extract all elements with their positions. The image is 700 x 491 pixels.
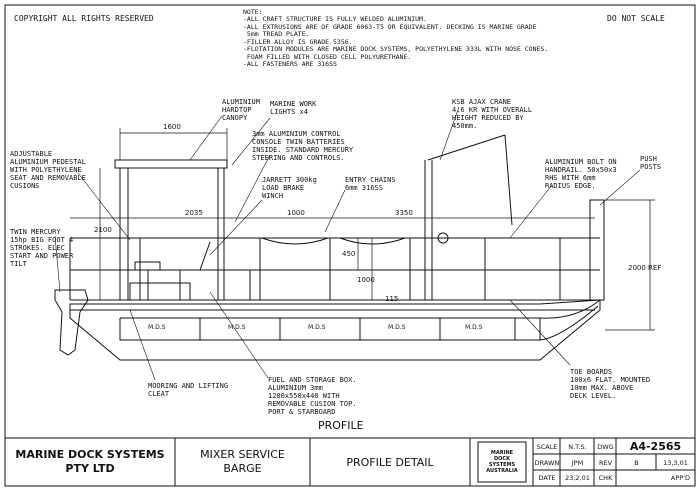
dwg-number: A4-2565 xyxy=(629,440,682,453)
note-line: -FLOTATION MODULES ARE MARINE DOCK SYSTE… xyxy=(243,45,549,53)
copyright-notice: COPYRIGHT ALL RIGHTS RESERVED xyxy=(14,14,154,23)
callout-push-posts: PUSH POSTS xyxy=(640,155,662,171)
callout-chains: ENTRY CHAINS 6mm 316SS xyxy=(345,176,396,192)
console xyxy=(179,269,251,300)
canopy xyxy=(114,159,228,169)
rev-value: B xyxy=(634,458,639,467)
drawn-label: DRAWN xyxy=(534,458,560,467)
outboard-motor xyxy=(54,289,89,356)
rev-label: REV xyxy=(598,458,613,467)
module-label: M.D.S xyxy=(228,324,246,331)
notes-block: -ALL CRAFT STRUCTURE IS FULLY WELDED ALU… xyxy=(243,15,549,69)
rev-date: 13,3,01 xyxy=(663,458,688,467)
dwg-label: DWG xyxy=(597,442,614,451)
dim-2100: 2100 xyxy=(94,226,112,234)
project-title-line1: MIXER SERVICE xyxy=(200,448,285,461)
note-line: -ALL CRAFT STRUCTURE IS FULLY WELDED ALU… xyxy=(243,15,427,23)
module-label: M.D.S xyxy=(388,324,406,331)
dim-1000: 1000 xyxy=(287,209,305,217)
dim-450: 450 xyxy=(342,250,356,258)
callout-hardtop: ALUMINIUM HARDTOP CANOPY xyxy=(222,98,260,122)
company-name-line1: MARINE DOCK SYSTEMS xyxy=(15,448,165,461)
callout-pedestal: ADJUSTABLE ALUMINIUM PEDESTAL WITH POLYE… xyxy=(10,150,86,190)
callout-toe-boards: TOE BOARDS 100x6 FLAT. MOUNTED 10mm MAX.… xyxy=(570,368,651,400)
date-label: DATE xyxy=(538,474,556,482)
notes-heading: NOTE: xyxy=(243,8,263,16)
drawn-value: JPM xyxy=(571,458,584,467)
do-not-scale-notice: DO NOT SCALE xyxy=(607,14,665,23)
chk-label: CHK xyxy=(598,474,613,482)
module-label: M.D.S xyxy=(148,324,166,331)
note-line: 5mm TREAD PLATE. xyxy=(243,30,310,38)
dim-115: 115 xyxy=(385,295,399,303)
company-logo-frame xyxy=(477,441,527,483)
dim-1000-rail: 1000 xyxy=(357,276,375,284)
callout-bolt-on-handrail: ALUMINIUM BOLT ON HANDRAIL. 50x50x3 RHS … xyxy=(545,158,617,190)
note-line: -FILLER ALLOY IS GRADE 5356. xyxy=(243,37,353,46)
project-title: MIXER SERVICE BARGE xyxy=(176,439,309,485)
note-line: -ALL FASTENERS ARE 316SS xyxy=(243,60,337,68)
dim-canopy-length: 1600 xyxy=(163,123,181,131)
sheet-border xyxy=(4,4,696,487)
module-label: M.D.S xyxy=(465,324,483,331)
callout-work-lights: MARINE WORK LIGHTS x4 xyxy=(270,100,317,116)
fuel-box xyxy=(129,282,191,301)
scale-label: SCALE xyxy=(536,442,558,451)
push-posts xyxy=(589,199,605,301)
callout-outboard-motor: TWIN MERCURY 15hp BIG FOOT 4 STROKES. EL… xyxy=(10,228,74,268)
scale-value: N.T.S. xyxy=(568,442,587,451)
callout-winch: JARRETT 300kg LOAD BRAKE WINCH xyxy=(262,176,317,200)
callout-crane: KSB AJAX CRANE 4.6 KR WITH OVERALL HEIGH… xyxy=(452,98,533,130)
module-label: M.D.S xyxy=(308,324,326,331)
callout-console: 3mm ALUMINIUM CONTROL CONSOLE TWIN BATTE… xyxy=(252,130,354,162)
note-line: FOAM FILLED WITH CLOSED CELL POLYURETHAN… xyxy=(243,52,412,61)
dim-2035: 2035 xyxy=(185,209,203,217)
company-name: MARINE DOCK SYSTEMS PTY LTD xyxy=(6,439,174,485)
appd-label: APP'D xyxy=(670,474,690,482)
project-title-line2: BARGE xyxy=(223,462,262,475)
note-line: -ALL EXTRUSIONS ARE OF GRADE 6063-T5 OR … xyxy=(243,22,537,31)
sheet-title: PROFILE DETAIL xyxy=(346,455,434,469)
callout-cleat: MOORING AND LIFTING CLEAT xyxy=(148,382,229,398)
company-logo: MARINE DOCK SYSTEMS AUSTRALIA xyxy=(486,450,518,474)
date-value: 23,2,01 xyxy=(565,474,590,482)
view-title: PROFILE xyxy=(318,419,364,432)
crane-jib xyxy=(427,134,506,161)
dim-3350: 3350 xyxy=(395,209,413,217)
dim-2000-ref: 2000 REF xyxy=(628,264,662,272)
callout-fuel-box: FUEL AND STORAGE BOX. ALUMINIUM 3mm 1200… xyxy=(268,376,357,416)
company-name-line2: PTY LTD xyxy=(65,462,115,475)
